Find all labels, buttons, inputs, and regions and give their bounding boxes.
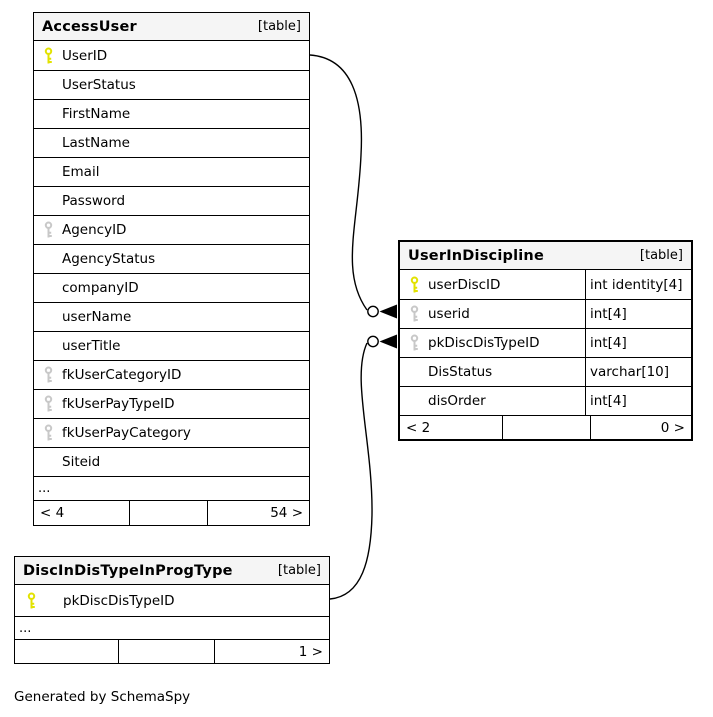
- foreign-key-icon: [44, 366, 62, 384]
- column-name: UserStatus: [62, 77, 136, 93]
- table-userindiscipline[interactable]: UserInDiscipline [table] userDiscID int i…: [398, 240, 693, 441]
- column-row-userid[interactable]: UserID: [34, 41, 309, 70]
- footer-left-count: < 4: [40, 505, 65, 521]
- connector-circle: [367, 335, 379, 348]
- foreign-key-icon: [410, 334, 428, 352]
- connector-arrow: [379, 304, 397, 319]
- column-row-fkuserpaytypeid[interactable]: fkUserPayTypeID: [34, 389, 309, 418]
- foreign-key-icon: [44, 221, 62, 239]
- column-row-disorder[interactable]: disOrder int[4]: [400, 386, 691, 415]
- footer-left-count: [15, 640, 118, 663]
- primary-key-icon: [410, 275, 428, 294]
- column-row-pkdiscdistypeid[interactable]: pkDiscDisTypeID int[4]: [400, 328, 691, 357]
- column-name: AgencyID: [62, 222, 127, 238]
- ellipsis-row: ...: [15, 616, 329, 639]
- column-name: Email: [62, 164, 100, 180]
- table-type-badge: [table]: [639, 248, 683, 263]
- column-name: userTitle: [62, 338, 121, 354]
- column-type: int[4]: [585, 329, 691, 357]
- column-name: LastName: [62, 135, 130, 151]
- column-name: disOrder: [428, 393, 486, 409]
- column-name: fkUserCategoryID: [62, 367, 182, 383]
- column-name: pkDiscDisTypeID: [63, 592, 175, 609]
- ellipsis-row: ...: [34, 476, 309, 500]
- column-row-username[interactable]: userName: [34, 302, 309, 331]
- connector-arrow: [379, 334, 397, 349]
- primary-key-icon: [27, 591, 63, 610]
- column-rows: pkDiscDisTypeID: [15, 585, 329, 616]
- column-name: userDiscID: [428, 276, 501, 293]
- column-row-email[interactable]: Email: [34, 157, 309, 186]
- column-type: int[4]: [585, 387, 691, 415]
- column-row-userstatus[interactable]: UserStatus: [34, 70, 309, 99]
- column-row-agencyid[interactable]: AgencyID: [34, 215, 309, 244]
- table-title[interactable]: AccessUser: [42, 18, 137, 35]
- footer-left-count: < 2: [406, 419, 431, 436]
- footer-right-count: 54 >: [207, 501, 309, 525]
- footer-middle-cell: [502, 416, 590, 439]
- column-name: fkUserPayCategory: [62, 425, 191, 441]
- primary-key-icon: [44, 46, 62, 65]
- column-name: FirstName: [62, 106, 131, 122]
- table-footer: 1 >: [15, 639, 329, 663]
- table-discindistypeinprogtype[interactable]: DiscInDisTypeInProgType [table] pkDiscDi…: [14, 556, 330, 664]
- table-title[interactable]: DiscInDisTypeInProgType: [23, 562, 233, 579]
- column-row-disstatus[interactable]: DisStatus varchar[10]: [400, 357, 691, 386]
- connector-circle: [367, 305, 379, 318]
- foreign-key-icon: [44, 395, 62, 413]
- fk-curve-userid: [309, 54, 368, 311]
- column-row-agencystatus[interactable]: AgencyStatus: [34, 244, 309, 273]
- column-row-userid[interactable]: userid int[4]: [400, 299, 691, 328]
- footer-right-count: 0 >: [590, 416, 691, 439]
- column-name: pkDiscDisTypeID: [428, 335, 540, 351]
- column-row-fkusercategoryid[interactable]: fkUserCategoryID: [34, 360, 309, 389]
- fk-curve-pkdiscdistypeid: [329, 342, 373, 600]
- table-header: UserInDiscipline [table]: [400, 242, 691, 270]
- column-name: companyID: [62, 280, 139, 296]
- table-header: AccessUser [table]: [34, 13, 309, 41]
- table-footer: < 4 54 >: [34, 500, 309, 525]
- column-type: int[4]: [585, 300, 691, 328]
- column-name: DisStatus: [428, 364, 493, 380]
- column-row-pkdiscdistypeid[interactable]: pkDiscDisTypeID: [15, 585, 329, 616]
- table-header: DiscInDisTypeInProgType [table]: [15, 557, 329, 585]
- footer-right-count: 1 >: [214, 640, 329, 663]
- column-name: UserID: [62, 47, 108, 64]
- column-name: Password: [62, 193, 126, 209]
- column-name: Siteid: [62, 454, 101, 470]
- column-row-password[interactable]: Password: [34, 186, 309, 215]
- table-title[interactable]: UserInDiscipline: [408, 247, 544, 264]
- column-row-siteid[interactable]: Siteid: [34, 447, 309, 476]
- table-footer: < 2 0 >: [400, 415, 691, 439]
- footer-middle-cell: [129, 501, 207, 525]
- column-type: int identity[4]: [585, 270, 691, 299]
- column-type: varchar[10]: [585, 358, 691, 386]
- column-row-userdiscid[interactable]: userDiscID int identity[4]: [400, 270, 691, 299]
- column-name: fkUserPayTypeID: [62, 396, 175, 412]
- column-name: userid: [428, 306, 470, 322]
- generated-by-note: Generated by SchemaSpy: [14, 689, 191, 705]
- column-name: userName: [62, 309, 132, 325]
- column-row-usertitle[interactable]: userTitle: [34, 331, 309, 360]
- column-row-firstname[interactable]: FirstName: [34, 99, 309, 128]
- column-row-lastname[interactable]: LastName: [34, 128, 309, 157]
- table-type-badge: [table]: [277, 563, 321, 578]
- column-row-companyid[interactable]: companyID: [34, 273, 309, 302]
- column-name: AgencyStatus: [62, 251, 156, 267]
- column-row-fkuserpaycategory[interactable]: fkUserPayCategory: [34, 418, 309, 447]
- table-type-badge: [table]: [257, 19, 301, 34]
- foreign-key-icon: [44, 424, 62, 442]
- footer-middle-cell: [118, 640, 214, 663]
- foreign-key-icon: [410, 305, 428, 323]
